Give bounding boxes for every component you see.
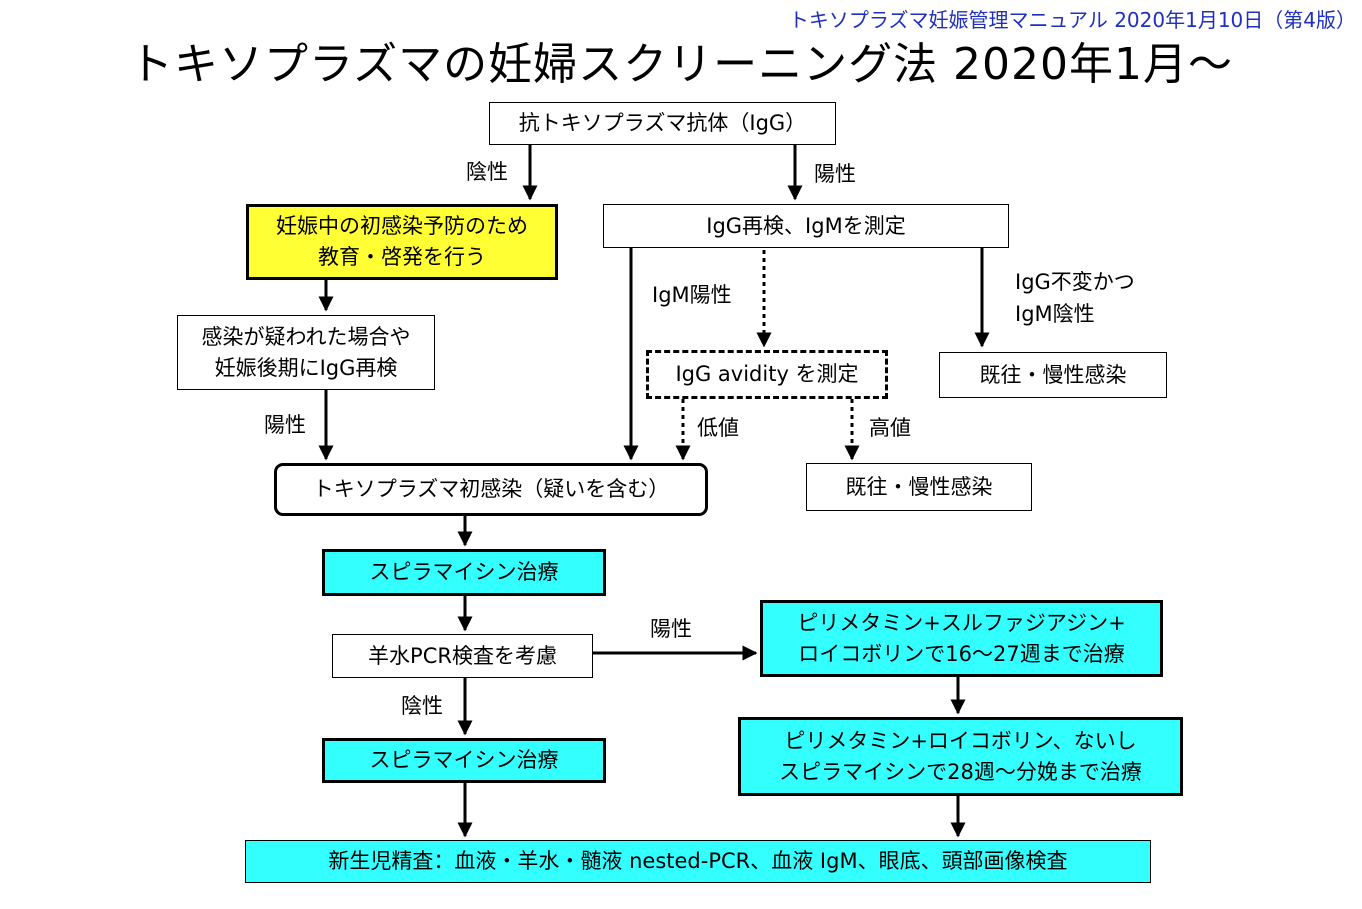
edge-label-igg-unchanged-line-2: IgM陰性: [1015, 302, 1095, 326]
edge-label-negative-2: 陰性: [401, 694, 443, 718]
past-infection-right-label: 既往・慢性感染: [979, 362, 1127, 387]
pyrimethamine-leucovorin-box: ピリメタミン+ロイコボリン、ないし スピラマイシンで28週〜分娩まで治療: [738, 717, 1183, 796]
neonatal-exam-label: 新生児精査：血液・羊水・髄液 nested-PCR、血液 IgM、眼底、頭部画像…: [328, 849, 1068, 873]
antibody-test-label: 抗トキソプラズマ抗体（IgG）: [518, 111, 807, 135]
edge-label-negative-1: 陰性: [466, 160, 508, 184]
primary-infection-box: トキソプラズマ初感染（疑いを含む）: [274, 463, 708, 516]
suspect-retest-line-1: 感染が疑われた場合や: [201, 324, 411, 349]
spiramycin-treatment-2-box: スピラマイシン治療: [322, 738, 606, 783]
retest-igm-box: IgG再検、IgMを測定: [603, 204, 1009, 248]
neonatal-exam-box: 新生児精査：血液・羊水・髄液 nested-PCR、血液 IgM、眼底、頭部画像…: [245, 840, 1151, 883]
edge-label-positive-3: 陽性: [650, 617, 692, 641]
education-line-2: 教育・啓発を行う: [318, 245, 486, 269]
education-box: 妊娠中の初感染予防のため 教育・啓発を行う: [246, 204, 558, 280]
edge-label-low: 低値: [697, 416, 739, 440]
pyrimethamine-sulfadiazine-line-1: ピリメタミン+スルファジアジン+: [797, 610, 1126, 635]
edge-label-igg-unchanged: IgG不変かつ IgM陰性: [1015, 266, 1135, 330]
primary-infection-label: トキソプラズマ初感染（疑いを含む）: [312, 477, 670, 501]
edge-label-high: 高値: [869, 416, 911, 440]
retest-igm-label: IgG再検、IgMを測定: [706, 213, 906, 238]
edge-label-positive-2: 陽性: [264, 413, 306, 437]
avidity-label: IgG avidity を測定: [675, 362, 859, 386]
pyrimethamine-leucovorin-line-2: スピラマイシンで28週〜分娩まで治療: [779, 759, 1142, 784]
manual-edition-note: トキソプラズマ妊娠管理マニュアル 2020年1月10日（第4版）: [788, 8, 1356, 32]
avidity-box: IgG avidity を測定: [646, 350, 888, 399]
edge-label-positive-1: 陽性: [814, 162, 856, 186]
amnio-pcr-box: 羊水PCR検査を考慮: [332, 634, 593, 678]
education-line-1: 妊娠中の初感染予防のため: [276, 214, 528, 238]
antibody-test-box: 抗トキソプラズマ抗体（IgG）: [489, 102, 836, 145]
past-infection-mid-label: 既往・慢性感染: [845, 474, 993, 499]
pyrimethamine-leucovorin-line-1: ピリメタミン+ロイコボリン、ないし: [784, 728, 1137, 753]
spiramycin-treatment-1-box: スピラマイシン治療: [322, 549, 606, 596]
pyrimethamine-sulfadiazine-line-2: ロイコボリンで16〜27週まで治療: [798, 641, 1125, 666]
amnio-pcr-label: 羊水PCR検査を考慮: [368, 643, 557, 668]
edge-label-igg-unchanged-line-1: IgG不変かつ: [1015, 270, 1135, 294]
page-title: トキソプラズマの妊婦スクリーニング法 2020年1月〜: [128, 39, 1234, 90]
edge-label-igm-positive: IgM陽性: [652, 283, 732, 307]
spiramycin-treatment-1-label: スピラマイシン治療: [369, 560, 559, 584]
past-infection-right-box: 既往・慢性感染: [939, 352, 1167, 398]
pyrimethamine-sulfadiazine-box: ピリメタミン+スルファジアジン+ ロイコボリンで16〜27週まで治療: [760, 600, 1163, 677]
suspect-retest-box: 感染が疑われた場合や 妊娠後期にIgG再検: [177, 315, 435, 390]
spiramycin-treatment-2-label: スピラマイシン治療: [369, 748, 559, 772]
suspect-retest-line-2: 妊娠後期にIgG再検: [214, 355, 398, 380]
past-infection-mid-box: 既往・慢性感染: [806, 463, 1032, 511]
